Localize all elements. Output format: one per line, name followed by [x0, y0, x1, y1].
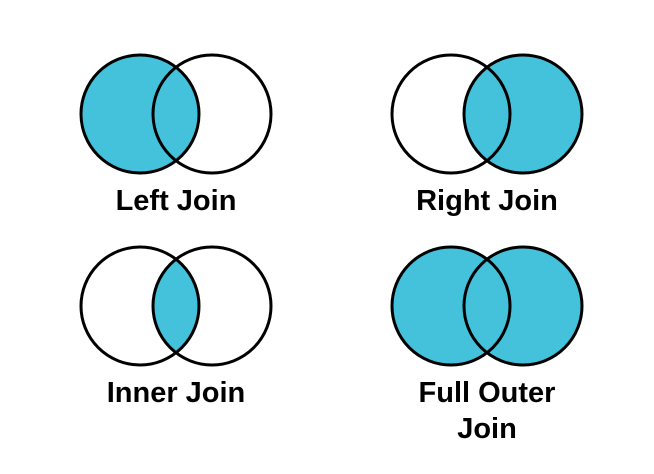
right-circle-outline [462, 245, 584, 367]
left-circle-outline [79, 53, 201, 175]
venn-diagram-inner-join [79, 245, 273, 367]
right-circle-highlight [464, 247, 582, 365]
venn-diagram-left-join [79, 53, 273, 175]
venn-diagram-right-join [390, 53, 584, 175]
right-circle-outline [151, 245, 273, 367]
right-circle-outline [462, 53, 584, 175]
venn-label: Full Outer Join [418, 377, 556, 446]
right-circle-highlight [464, 55, 582, 173]
venn-label: Right Join [416, 185, 558, 217]
venn-label: Left Join [115, 185, 237, 217]
intersection-highlight [153, 247, 199, 365]
venn-left-join: Left Join [78, 52, 274, 219]
venn-inner-join: Inner Join [78, 244, 274, 411]
venn-right-join: Right Join [389, 52, 585, 219]
left-circle-outline [390, 245, 512, 367]
venn-full-outer-join: Full Outer Join [389, 244, 585, 448]
left-circle-outline [79, 245, 201, 367]
left-circle-outline [390, 53, 512, 175]
left-circle-highlight [81, 55, 199, 173]
venn-label: Inner Join [106, 377, 246, 409]
venn-diagram-full-outer-join [390, 245, 584, 367]
right-circle-outline [151, 53, 273, 175]
